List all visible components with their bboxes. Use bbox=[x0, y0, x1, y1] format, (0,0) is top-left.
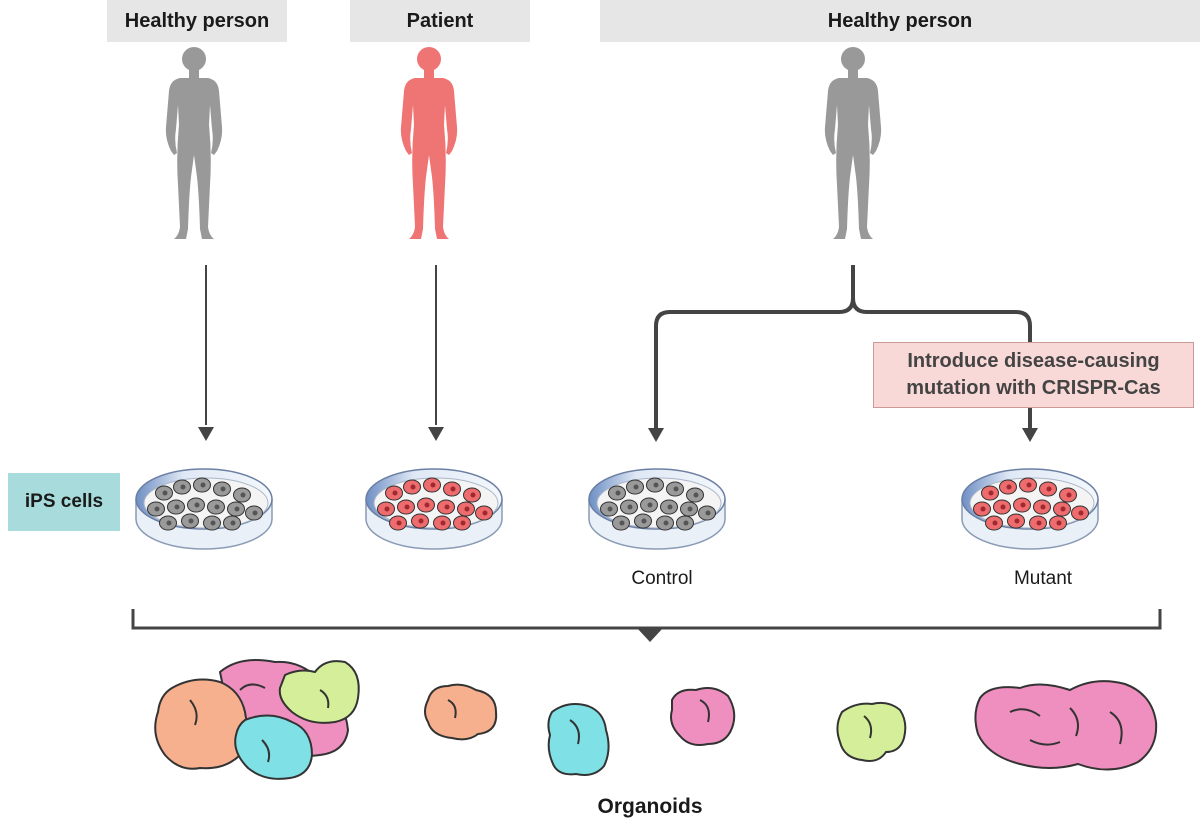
cell-nucleus bbox=[627, 504, 633, 510]
cell-nucleus bbox=[641, 518, 647, 524]
cell-nucleus bbox=[470, 492, 476, 498]
cell-nucleus bbox=[1060, 506, 1066, 512]
header-healthy-person-left: Healthy person bbox=[107, 0, 287, 42]
cell-nucleus bbox=[1056, 520, 1062, 526]
cell-nucleus bbox=[1046, 486, 1052, 492]
cell-nucleus bbox=[384, 506, 390, 512]
cell-nucleus bbox=[440, 520, 446, 526]
cell-nucleus bbox=[430, 482, 436, 488]
cell-nucleus bbox=[1078, 510, 1084, 516]
organoid-blob-icon-green bbox=[836, 701, 907, 762]
cell-nucleus bbox=[607, 506, 613, 512]
cell-nucleus bbox=[1066, 492, 1072, 498]
organoid-blob-icon-cyan bbox=[547, 703, 610, 776]
branch-brace bbox=[654, 265, 1032, 430]
crispr-text-line2: mutation with CRISPR-Cas bbox=[906, 377, 1161, 399]
cell-nucleus bbox=[252, 510, 258, 516]
cell-nucleus bbox=[174, 504, 180, 510]
organoids-label: Organoids bbox=[597, 795, 703, 818]
cell-nucleus bbox=[663, 520, 669, 526]
cell-nucleus bbox=[230, 520, 236, 526]
arrow-head-mutant bbox=[1022, 428, 1038, 442]
cell-nucleus bbox=[166, 520, 172, 526]
cell-nucleus bbox=[210, 520, 216, 526]
cell-nucleus bbox=[693, 492, 699, 498]
organoid-blob-icon-pink bbox=[670, 687, 736, 746]
crispr-box: Introduce disease-causing mutation with … bbox=[873, 342, 1194, 408]
cell-nucleus bbox=[687, 506, 693, 512]
crispr-text-line1: Introduce disease-causing bbox=[907, 350, 1160, 372]
cell-nucleus bbox=[214, 504, 220, 510]
cell-nucleus bbox=[980, 506, 986, 512]
cell-nucleus bbox=[234, 506, 240, 512]
cell-nucleus bbox=[1040, 504, 1046, 510]
cell-nucleus bbox=[633, 484, 639, 490]
header-healthy-person-right: Healthy person bbox=[600, 0, 1200, 42]
arrow-patient bbox=[428, 265, 444, 441]
organoid-brace bbox=[131, 609, 1162, 642]
cell-nucleus bbox=[464, 506, 470, 512]
cell-nucleus bbox=[615, 490, 621, 496]
mutant-label: Mutant bbox=[1013, 568, 1073, 589]
cell-nucleus bbox=[200, 482, 206, 488]
person-silhouette-icon-healthy-right bbox=[824, 47, 882, 239]
cell-nucleus bbox=[1014, 518, 1020, 524]
cell-nucleus bbox=[988, 490, 994, 496]
organoid-blob-icon-orange bbox=[424, 683, 498, 741]
control-label: Control bbox=[631, 568, 693, 589]
petri-dish-icon-patient bbox=[365, 468, 503, 550]
cell-nucleus bbox=[647, 502, 653, 508]
organoid-blob-icon-cluster bbox=[154, 659, 360, 780]
person-silhouette-icon-patient bbox=[400, 47, 458, 239]
cell-nucleus bbox=[444, 504, 450, 510]
organoid-blob-icon-large-pink bbox=[974, 680, 1158, 771]
cell-nucleus bbox=[667, 504, 673, 510]
cell-nucleus bbox=[460, 520, 466, 526]
cell-nucleus bbox=[220, 486, 226, 492]
arrow-healthy-left bbox=[198, 265, 214, 441]
cell-nucleus bbox=[673, 486, 679, 492]
cell-nucleus bbox=[392, 490, 398, 496]
cell-nucleus bbox=[683, 520, 689, 526]
cell-nucleus bbox=[619, 520, 625, 526]
petri-dish-icon-control bbox=[588, 468, 726, 550]
cell-nucleus bbox=[992, 520, 998, 526]
cell-nucleus bbox=[418, 518, 424, 524]
cell-nucleus bbox=[1026, 482, 1032, 488]
cell-nucleus bbox=[410, 484, 416, 490]
cell-nucleus bbox=[705, 510, 711, 516]
cell-nucleus bbox=[1006, 484, 1012, 490]
cell-nucleus bbox=[188, 518, 194, 524]
cell-nucleus bbox=[396, 520, 402, 526]
cell-nucleus bbox=[180, 484, 186, 490]
cell-nucleus bbox=[162, 490, 168, 496]
cell-nucleus bbox=[1000, 504, 1006, 510]
header-patient: Patient bbox=[350, 0, 530, 42]
cell-nucleus bbox=[1020, 502, 1026, 508]
cell-nucleus bbox=[482, 510, 488, 516]
cell-nucleus bbox=[424, 502, 430, 508]
cell-nucleus bbox=[240, 492, 246, 498]
petri-dish-icon-healthy-left bbox=[135, 468, 273, 550]
cell-nucleus bbox=[154, 506, 160, 512]
cell-nucleus bbox=[653, 482, 659, 488]
cell-nucleus bbox=[194, 502, 200, 508]
cell-nucleus bbox=[1036, 520, 1042, 526]
person-silhouette-icon-healthy-left bbox=[165, 47, 223, 239]
ips-cells-label: iPS cells bbox=[8, 473, 120, 531]
arrow-head-control bbox=[648, 428, 664, 442]
petri-dish-icon-mutant bbox=[961, 468, 1099, 550]
cell-nucleus bbox=[404, 504, 410, 510]
cell-nucleus bbox=[450, 486, 456, 492]
